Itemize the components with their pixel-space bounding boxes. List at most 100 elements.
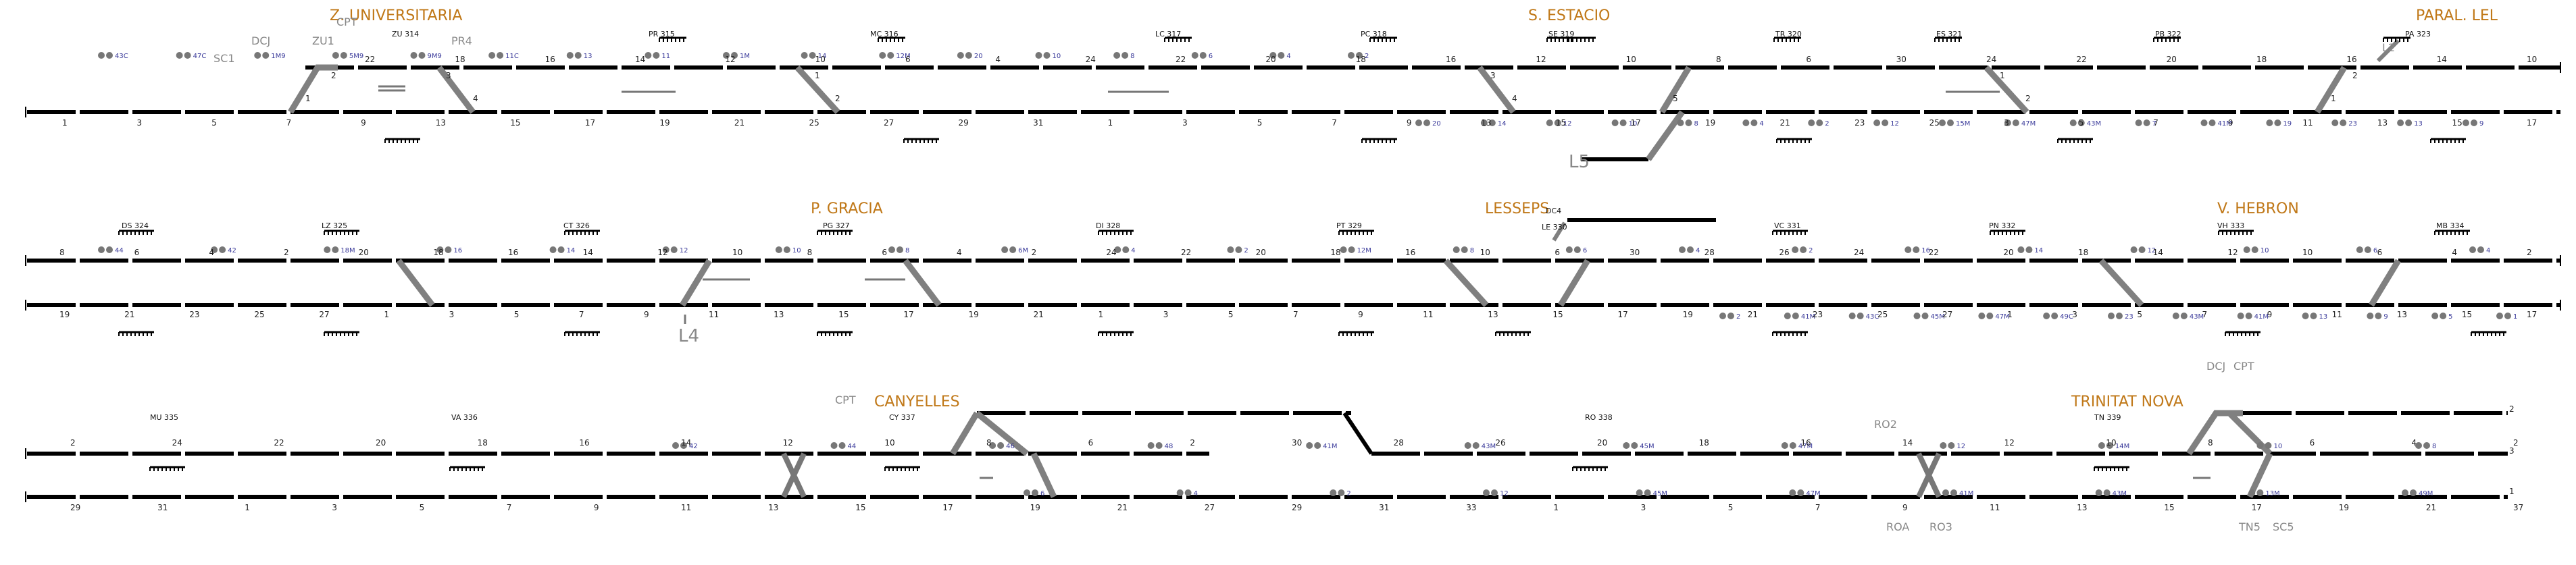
signal-lamp[interactable]	[2245, 313, 2252, 319]
switch-track[interactable]	[2369, 259, 2401, 307]
signal-lamp[interactable]	[566, 52, 574, 59]
station-p-gracia[interactable]: P. GRACIA	[811, 200, 883, 217]
signal-lamp[interactable]	[1464, 442, 1471, 449]
signal-lamp[interactable]	[2200, 119, 2208, 126]
signal-lamp[interactable]	[332, 246, 339, 253]
signal-lamp[interactable]	[262, 52, 270, 59]
signal-lamp[interactable]	[723, 52, 730, 59]
signal-lamp[interactable]	[1800, 246, 1807, 253]
signal-lamp[interactable]	[2135, 119, 2142, 126]
signal-lamp[interactable]	[670, 246, 678, 253]
signal-lamp[interactable]	[1848, 313, 1856, 319]
scissors-crossover[interactable]	[1916, 452, 1942, 498]
signal-lamp[interactable]	[418, 52, 426, 59]
station-s-estacio[interactable]: S. ESTACIO	[1528, 7, 1610, 24]
station-canyelles[interactable]: CANYELLES	[874, 394, 960, 410]
signal-lamp[interactable]	[997, 442, 1005, 449]
signal-lamp[interactable]	[2077, 119, 2085, 126]
signal-lamp[interactable]	[1184, 489, 1192, 496]
signal-lamp[interactable]	[1882, 119, 1889, 126]
signal-lamp[interactable]	[1356, 52, 1363, 59]
signal-lamp[interactable]	[2248, 489, 2256, 496]
switch-track[interactable]	[436, 65, 476, 114]
signal-lamp[interactable]	[1685, 119, 1692, 126]
switch-track[interactable]	[1443, 258, 1489, 308]
signal-lamp[interactable]	[896, 246, 903, 253]
signal-lamp[interactable]	[1978, 313, 1986, 319]
signal-lamp[interactable]	[176, 52, 183, 59]
signal-lamp[interactable]	[98, 52, 105, 59]
signal-lamp[interactable]	[2415, 442, 2422, 449]
signal-lamp[interactable]	[1986, 313, 1994, 319]
signal-lamp[interactable]	[1808, 119, 1815, 126]
signal-lamp[interactable]	[2180, 313, 2188, 319]
signal-lamp[interactable]	[332, 52, 339, 59]
signal-lamp[interactable]	[1043, 52, 1051, 59]
switch-track[interactable]	[975, 410, 1029, 456]
signal-lamp[interactable]	[106, 52, 113, 59]
signal-lamp[interactable]	[1792, 313, 1799, 319]
signal-lamp[interactable]	[254, 52, 261, 59]
signal-lamp[interactable]	[436, 246, 444, 253]
signal-lamp[interactable]	[1947, 119, 1954, 126]
signal-lamp[interactable]	[1191, 52, 1198, 59]
signal-lamp[interactable]	[1742, 119, 1750, 126]
signal-lamp[interactable]	[2106, 442, 2113, 449]
switch-track[interactable]	[1030, 452, 1057, 498]
signal-lamp[interactable]	[2243, 246, 2250, 253]
signal-lamp[interactable]	[1113, 52, 1121, 59]
signal-lamp[interactable]	[2469, 246, 2476, 253]
signal-lamp[interactable]	[1623, 442, 1630, 449]
signal-lamp[interactable]	[445, 246, 452, 253]
signal-lamp[interactable]	[2025, 246, 2033, 253]
signal-lamp[interactable]	[1235, 246, 1242, 253]
switch-track[interactable]	[1646, 110, 1685, 161]
signal-lamp[interactable]	[887, 52, 894, 59]
signal-lamp[interactable]	[219, 246, 226, 253]
signal-lamp[interactable]	[1306, 442, 1313, 449]
signal-lamp[interactable]	[2095, 489, 2102, 496]
signal-lamp[interactable]	[1950, 489, 1957, 496]
signal-lamp[interactable]	[2116, 313, 2123, 319]
signal-lamp[interactable]	[1472, 442, 1480, 449]
signal-lamp[interactable]	[1480, 119, 1488, 126]
signal-lamp[interactable]	[1677, 119, 1684, 126]
signal-lamp[interactable]	[1121, 52, 1129, 59]
signal-lamp[interactable]	[957, 52, 964, 59]
signal-lamp[interactable]	[1415, 119, 1422, 126]
signal-lamp[interactable]	[775, 246, 782, 253]
signal-lamp[interactable]	[1483, 489, 1490, 496]
switch-track[interactable]	[2376, 38, 2400, 63]
signal-lamp[interactable]	[1904, 246, 1912, 253]
signal-lamp[interactable]	[1781, 442, 1788, 449]
signal-lamp[interactable]	[1857, 313, 1864, 319]
signal-lamp[interactable]	[1340, 246, 1347, 253]
signal-lamp[interactable]	[2375, 313, 2382, 319]
signal-lamp[interactable]	[1453, 246, 1460, 253]
signal-lamp[interactable]	[1631, 442, 1638, 449]
signal-lamp[interactable]	[2423, 442, 2430, 449]
signal-lamp[interactable]	[1001, 246, 1009, 253]
signal-lamp[interactable]	[1348, 52, 1355, 59]
signal-lamp[interactable]	[1155, 442, 1163, 449]
switch-track[interactable]	[2227, 410, 2273, 456]
switch-track[interactable]	[1552, 221, 1567, 242]
signal-lamp[interactable]	[2130, 246, 2138, 253]
signal-lamp[interactable]	[801, 52, 808, 59]
signal-lamp[interactable]	[2069, 119, 2077, 126]
signal-lamp[interactable]	[340, 52, 347, 59]
signal-lamp[interactable]	[879, 52, 886, 59]
signal-lamp[interactable]	[1035, 52, 1042, 59]
station-lesseps[interactable]: LESSEPS	[1485, 200, 1549, 217]
signal-lamp[interactable]	[2251, 246, 2258, 253]
signal-lamp[interactable]	[1948, 442, 1955, 449]
signal-lamp[interactable]	[1792, 246, 1799, 253]
signal-lamp[interactable]	[1314, 442, 1321, 449]
signal-lamp[interactable]	[488, 52, 496, 59]
signal-lamp[interactable]	[2108, 313, 2115, 319]
signal-lamp[interactable]	[2265, 442, 2272, 449]
signal-lamp[interactable]	[1122, 246, 1130, 253]
signal-lamp[interactable]	[1913, 313, 1921, 319]
signal-lamp[interactable]	[838, 442, 846, 449]
signal-lamp[interactable]	[557, 246, 565, 253]
